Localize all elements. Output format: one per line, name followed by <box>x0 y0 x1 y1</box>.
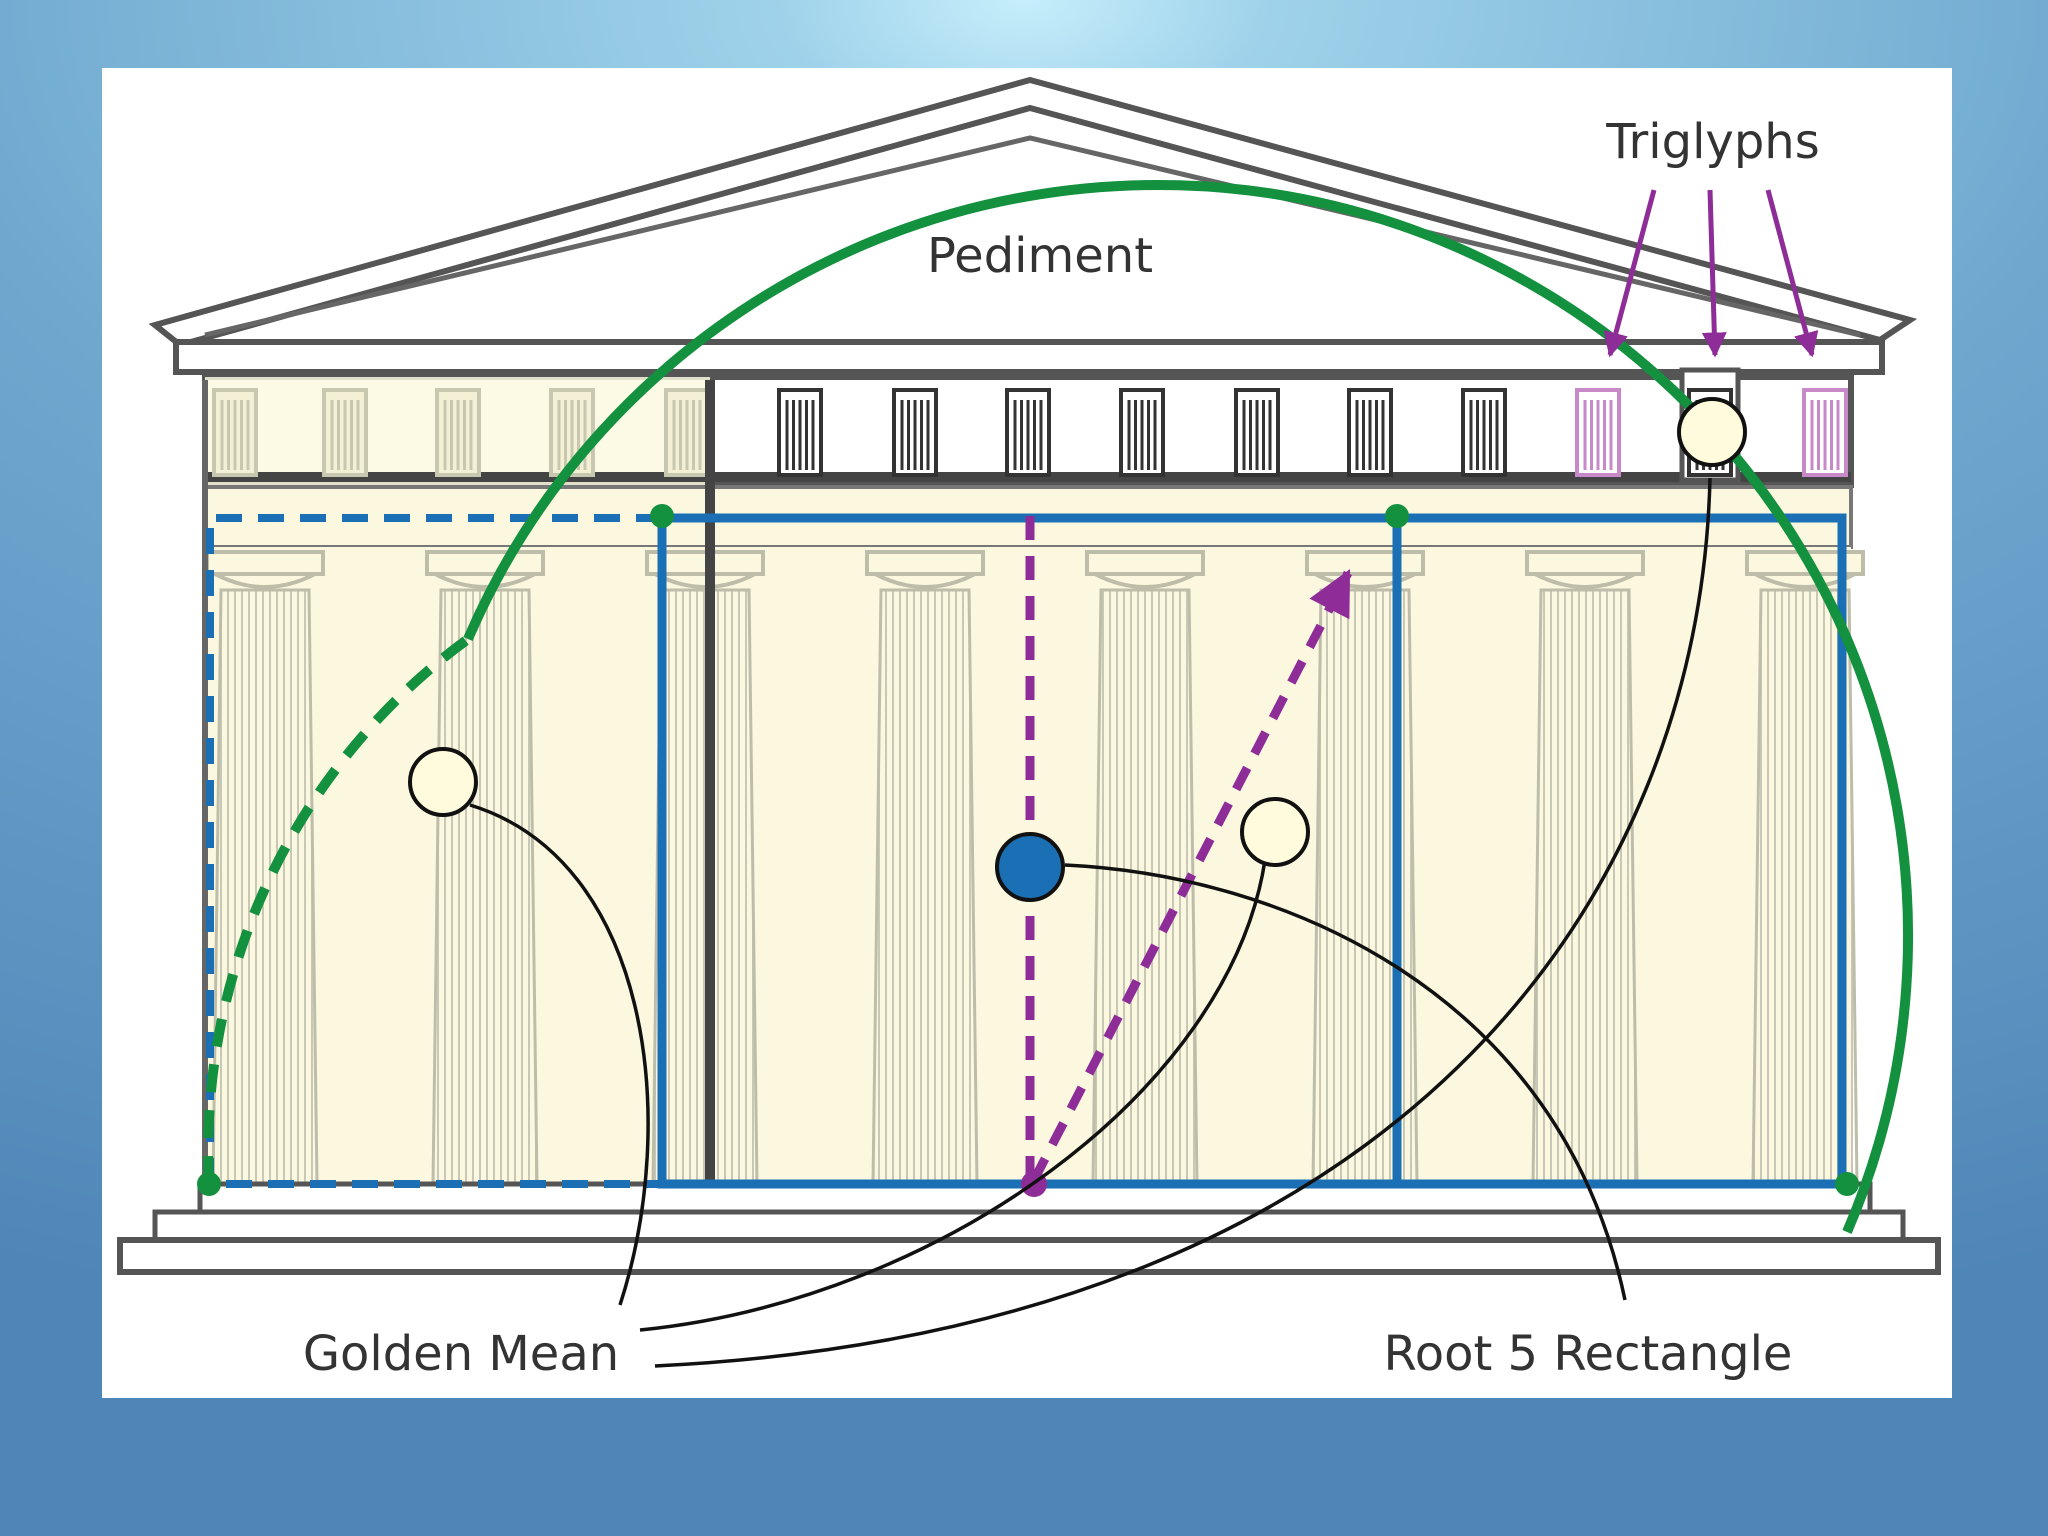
stylobate-steps <box>117 1181 1941 1275</box>
triglyph-highlighted <box>1802 388 1848 477</box>
golden-mean-marker <box>408 747 478 817</box>
diagram-panel: Pediment Triglyphs Golden Mean Root 5 Re… <box>102 68 1952 1398</box>
triglyph <box>664 388 710 477</box>
triglyph-arrows <box>1603 189 1819 358</box>
parthenon-proportion-diagram: Pediment Triglyphs Golden Mean Root 5 Re… <box>117 76 1941 1382</box>
arc-point <box>650 504 674 528</box>
triglyph <box>1234 388 1280 477</box>
golden-arc <box>197 180 1913 1234</box>
root5-marker <box>995 832 1065 902</box>
triglyph-highlighted <box>1575 388 1621 477</box>
golden-mean-label: Golden Mean <box>303 1326 619 1382</box>
column <box>1525 550 1645 1186</box>
markers <box>408 397 1747 902</box>
column <box>205 550 325 1186</box>
root5-rectangle <box>657 513 1847 1189</box>
triglyphs-label: Triglyphs <box>1605 114 1819 170</box>
column <box>1305 550 1425 1186</box>
triglyph <box>892 388 938 477</box>
colonnade <box>205 550 1865 1186</box>
arc-point <box>1835 1172 1859 1196</box>
pediment-label: Pediment <box>927 228 1153 284</box>
triglyph <box>1347 388 1393 477</box>
leader-lines <box>469 477 1712 1368</box>
triglyph <box>435 388 481 477</box>
root5-label: Root 5 Rectangle <box>1384 1326 1793 1382</box>
triglyph <box>777 388 823 477</box>
golden-mean-marker <box>1677 397 1747 467</box>
triglyph <box>1119 388 1165 477</box>
triglyph <box>1461 388 1507 477</box>
triglyph <box>322 388 368 477</box>
arc-point <box>197 1172 221 1196</box>
triglyph <box>212 388 258 477</box>
column <box>425 550 545 1186</box>
arc-point <box>1385 504 1409 528</box>
triglyph <box>1005 388 1051 477</box>
column <box>865 550 985 1186</box>
cornice <box>173 339 1885 375</box>
golden-square-dashed <box>206 514 662 1188</box>
golden-mean-marker <box>1240 797 1310 867</box>
